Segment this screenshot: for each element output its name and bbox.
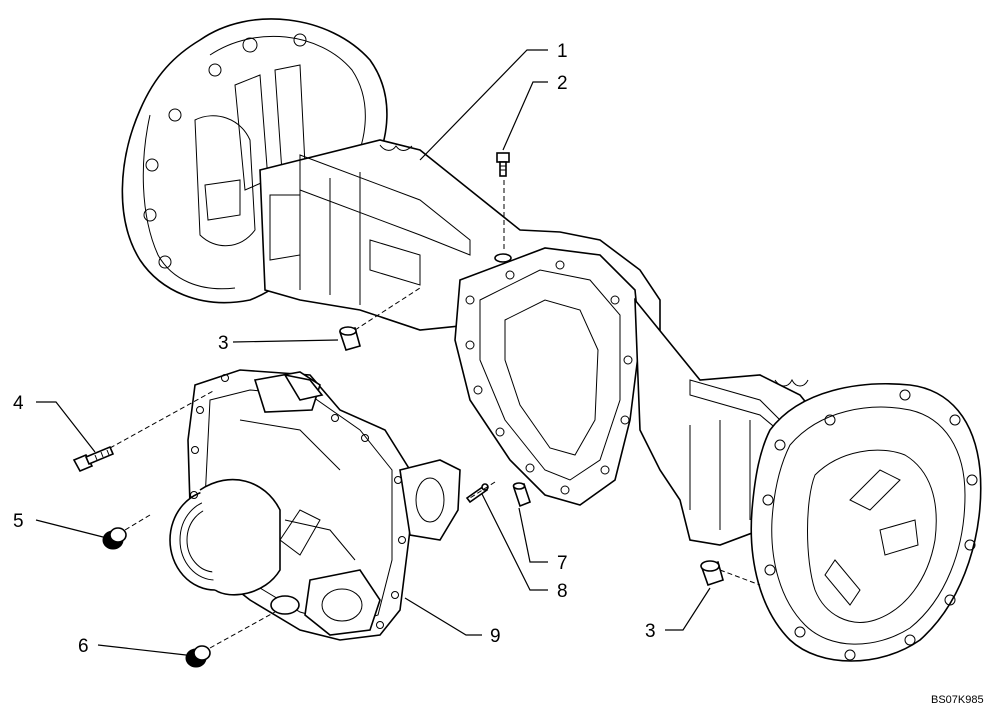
differential-carrier: [169, 369, 461, 641]
breather-plug: [494, 152, 512, 263]
fill-plug: [185, 645, 211, 668]
callout-3-upper: 3: [218, 333, 229, 354]
callout-8: 8: [557, 581, 568, 602]
bolt: [72, 445, 115, 473]
callout-4: 4: [13, 393, 24, 414]
drain-plug: [102, 527, 127, 550]
plug-lower: [700, 560, 724, 587]
callout-3-lower: 3: [645, 621, 656, 642]
callout-9: 9: [490, 626, 501, 647]
callout-labels: 1 2 3 4 5 6 7 8 9 3 BS07K985: [13, 41, 984, 706]
axle-housing: [121, 18, 982, 662]
callout-5: 5: [13, 511, 24, 532]
dowel-pin: [512, 482, 531, 508]
drawing-code: BS07K985: [931, 694, 984, 706]
callout-7: 7: [557, 553, 568, 574]
leader-lines: [35, 49, 711, 656]
screw: [465, 483, 489, 504]
callout-1: 1: [557, 41, 568, 62]
plug-upper: [338, 326, 361, 351]
callout-6: 6: [78, 636, 89, 657]
assembly-lines: [109, 180, 761, 649]
callout-2: 2: [557, 73, 568, 94]
